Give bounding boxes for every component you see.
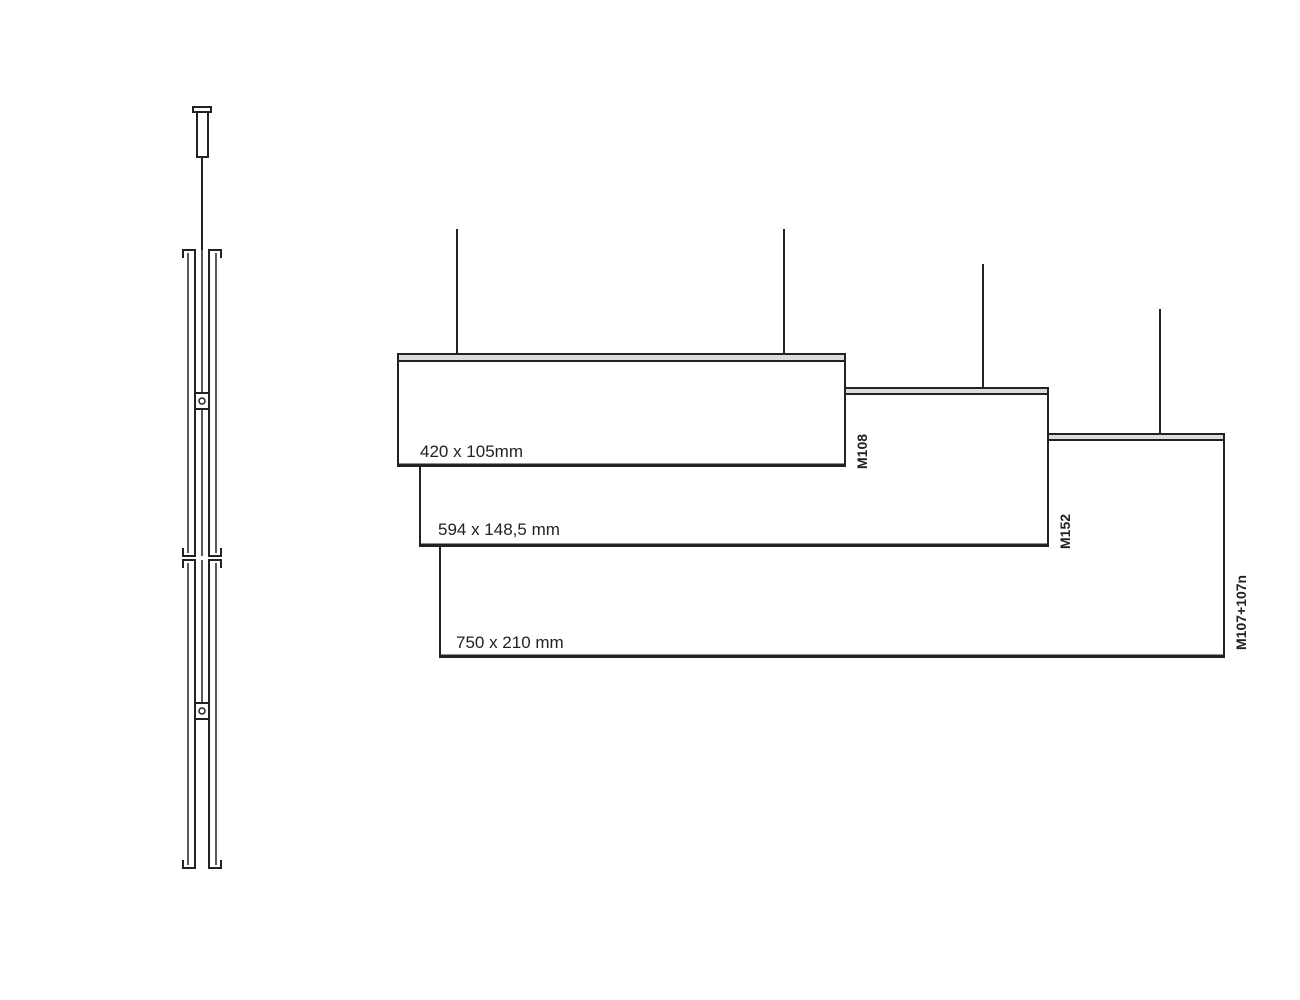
side-panel-lower-left: [182, 559, 196, 869]
panel-large: 750 x 210 mm M107+107n: [439, 309, 1249, 658]
panel-small-dimension: 420 x 105mm: [420, 442, 523, 461]
panel-medium: 594 x 148,5 mm M152: [419, 264, 1073, 549]
side-view: [182, 106, 222, 869]
side-panel-upper-right: [208, 249, 222, 557]
panel-small-code: M108: [854, 434, 870, 469]
panel-medium-dimension: 594 x 148,5 mm: [438, 520, 560, 539]
side-panel-lower-right: [208, 559, 222, 869]
side-clip-lower: [194, 702, 210, 720]
side-panel-upper-left: [182, 249, 196, 557]
panel-large-code: M107+107n: [1233, 575, 1249, 650]
side-clip-lower-screw: [198, 707, 206, 715]
ceiling-mount-body: [196, 111, 209, 158]
panel-large-dimension: 750 x 210 mm: [456, 633, 564, 652]
panel-large-outline: [439, 440, 1225, 658]
panel-small-rail: [397, 353, 846, 362]
panel-medium-code: M152: [1057, 514, 1073, 549]
panel-large-rail: [1047, 433, 1225, 441]
side-clip-upper: [194, 392, 210, 410]
side-clip-upper-screw: [198, 397, 206, 405]
panel-small: 420 x 105mm M108: [397, 229, 870, 469]
panel-medium-rail: [844, 387, 1049, 395]
